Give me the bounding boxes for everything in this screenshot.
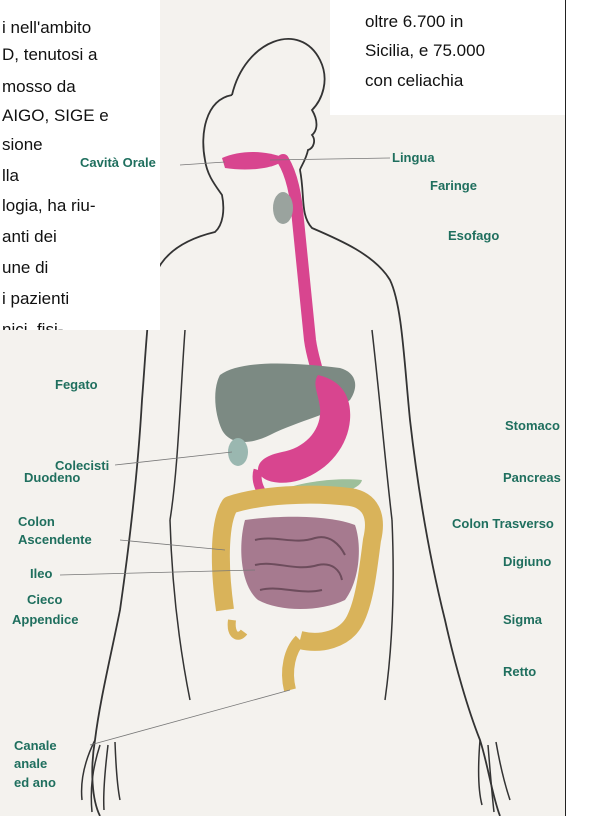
label-ed-ano: ed ano (14, 775, 56, 790)
label-anale: anale (14, 756, 47, 771)
small-intestine (241, 517, 359, 609)
label-sigma: Sigma (503, 612, 542, 627)
left-text-line: mosso da (2, 77, 76, 97)
label-ileo: Ileo (30, 566, 52, 581)
label-digiuno: Digiuno (503, 554, 551, 569)
label-canale: Canale (14, 738, 57, 753)
head-profile (232, 39, 325, 170)
torso-lower (170, 520, 190, 700)
left-text-line: logia, ha riu- (2, 196, 96, 216)
label-pancreas: Pancreas (503, 470, 561, 485)
label-ascendente: Ascendente (18, 532, 92, 547)
rectum (288, 640, 300, 690)
left-text-line: une di (2, 258, 48, 278)
box-line-3: con celiachia (365, 71, 463, 91)
oral-cavity (222, 152, 285, 170)
label-cieco: Cieco (27, 592, 62, 607)
esophagus (283, 160, 318, 375)
label-stomaco: Stomaco (505, 418, 560, 433)
label-retto: Retto (503, 664, 536, 679)
box-line-2: Sicilia, e 75.000 (365, 41, 485, 61)
label-fegato: Fegato (55, 377, 98, 392)
larynx (273, 192, 293, 224)
left-text-line: sione (2, 135, 43, 155)
left-text-line: i nell'ambito (2, 18, 91, 38)
box-line-1: oltre 6.700 in (365, 12, 463, 32)
label-esofago: Esofago (448, 228, 499, 243)
left-text-line: lla (2, 166, 19, 186)
label-appendice: Appendice (12, 612, 78, 627)
left-text-line: AIGO, SIGE e (2, 106, 109, 126)
right-margin (565, 0, 596, 816)
label-duodeno: Duodeno (24, 470, 80, 485)
label-faringe: Faringe (430, 178, 477, 193)
label-colon-trasverso: Colon Trasverso (452, 516, 554, 531)
arm-inner-left (170, 330, 185, 520)
torso-lower-right (385, 520, 393, 700)
label-lingua: Lingua (392, 150, 435, 165)
label-cavita-orale: Cavità Orale (80, 155, 156, 170)
left-text-line: nici, fisi- (2, 320, 63, 330)
left-text-line: anti dei (2, 227, 57, 247)
left-text-line: D, tenutosi a (2, 45, 97, 65)
left-text-line: i pazienti (2, 289, 69, 309)
arm-inner-right (372, 330, 392, 520)
label-colon: Colon (18, 514, 55, 529)
statistics-box: oltre 6.700 in Sicilia, e 75.000 con cel… (330, 0, 570, 115)
appendix (232, 620, 244, 636)
left-hand (82, 740, 120, 812)
